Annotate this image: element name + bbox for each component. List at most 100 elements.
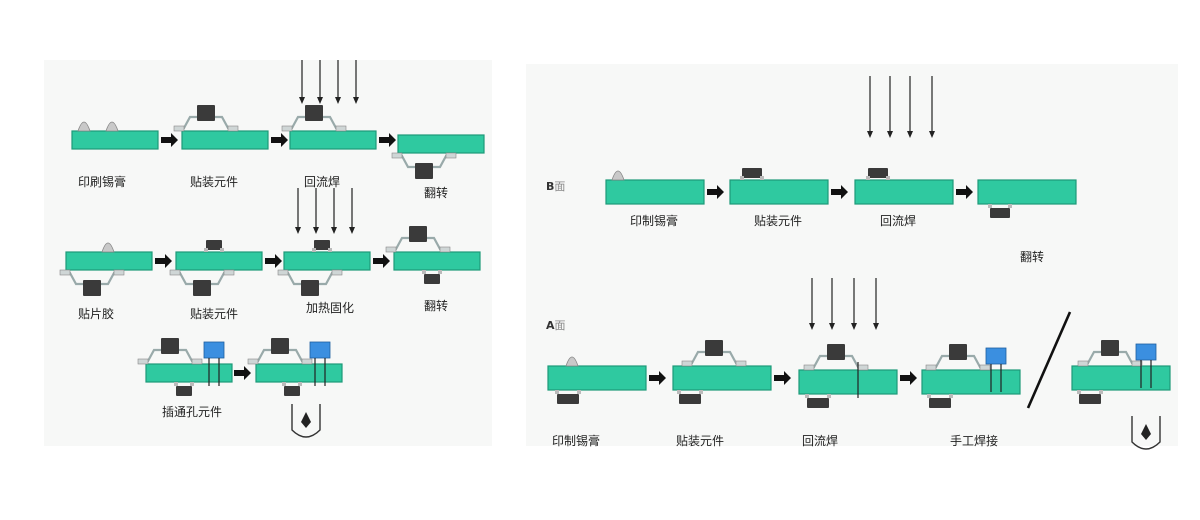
label-place-components: 贴装元件 (190, 175, 239, 189)
solder-pad (445, 152, 457, 159)
arrow-icon (161, 133, 178, 147)
arrow-icon (956, 185, 973, 199)
heat-arrowhead (873, 323, 879, 330)
label-a-place-components: 贴装元件 (676, 434, 725, 448)
solder-pad (223, 269, 235, 276)
pcb-board (397, 134, 485, 154)
label-adhesive: 贴片胶 (78, 307, 115, 321)
smd-foot (1008, 204, 1012, 208)
solder-paste (565, 356, 579, 367)
heat-arrowhead (335, 97, 341, 104)
heat-arrowhead (809, 323, 815, 330)
chip (415, 163, 433, 179)
pcb-board (283, 251, 371, 271)
label-insert-through-hole: 插通孔元件 (162, 405, 223, 419)
smd-chip (679, 394, 701, 404)
pcb-board (393, 251, 481, 271)
pcb-board (854, 179, 954, 205)
solder-pad (191, 358, 203, 365)
solder-pad (331, 269, 343, 276)
arrow-icon (373, 254, 390, 268)
smd-foot (422, 270, 426, 274)
heat-arrowhead (867, 131, 873, 138)
solder-paste (105, 121, 119, 132)
smd-chip (929, 398, 951, 408)
through-hole-capacitor (1135, 343, 1157, 361)
smd-chip (868, 168, 888, 178)
smd-foot (866, 176, 870, 180)
pcb-board (71, 130, 159, 150)
heat-arrowhead (313, 227, 319, 234)
flame-icon (1141, 424, 1151, 440)
flame-icon (301, 412, 311, 428)
solder-pad (301, 358, 313, 365)
pcb-board (255, 363, 343, 383)
heat-arrowhead (295, 227, 301, 234)
label-flip: 翻转 (424, 186, 449, 200)
heat-arrowhead (929, 131, 935, 138)
smd-foot (805, 394, 809, 398)
through-hole-capacitor (985, 347, 1007, 365)
pcb-board (145, 363, 233, 383)
solder-pad (385, 246, 397, 253)
solder-pad (979, 364, 991, 371)
smd-foot (699, 390, 703, 394)
chip (949, 344, 967, 360)
arrow-icon (271, 133, 288, 147)
heat-arrowhead (907, 131, 913, 138)
pcb-board (605, 179, 705, 205)
solder-pad (735, 360, 747, 367)
solder-wave-icon (291, 404, 321, 438)
smd-chip (284, 386, 300, 396)
label-reflow: 回流焊 (304, 175, 341, 189)
smd-chip (1079, 394, 1101, 404)
solder-pad (173, 125, 185, 132)
pcb-board (672, 365, 772, 391)
smd-foot (190, 382, 194, 386)
heat-arrowhead (331, 227, 337, 234)
solder-pad (137, 358, 149, 365)
smd-chip (557, 394, 579, 404)
smd-foot (328, 248, 332, 252)
chip (197, 105, 215, 121)
solder-pad (1131, 360, 1143, 367)
chip (83, 280, 101, 296)
label-print-paste: 印刷锡膏 (78, 175, 127, 189)
chip (271, 338, 289, 354)
smd-foot (827, 394, 831, 398)
label-flip-2: 翻转 (424, 299, 449, 313)
label-b-reflow: 回流焊 (880, 214, 917, 228)
smd-foot (760, 176, 764, 180)
through-hole-capacitor (203, 341, 225, 359)
smd-foot (740, 176, 744, 180)
heat-arrowhead (829, 323, 835, 330)
pcb-board (729, 179, 829, 205)
smd-chip (807, 398, 829, 408)
arrow-icon (234, 366, 251, 380)
heat-arrowhead (349, 227, 355, 234)
heat-arrowhead (887, 131, 893, 138)
a-side-mark: A面 (546, 319, 566, 332)
label-a-reflow: 回流焊 (802, 434, 839, 448)
smd-foot (677, 390, 681, 394)
smd-foot (312, 248, 316, 252)
solder-pad (335, 125, 347, 132)
smd-foot (1077, 390, 1081, 394)
label-a-hand-solder: 手工焊接 (950, 434, 999, 448)
chip (305, 105, 323, 121)
solder-pad (391, 152, 403, 159)
label-place-components-2: 贴装元件 (190, 307, 239, 321)
pcb-board (65, 251, 153, 271)
chip (827, 344, 845, 360)
through-hole-capacitor (309, 341, 331, 359)
smd-chip (176, 386, 192, 396)
smd-foot (1099, 390, 1103, 394)
heat-arrowhead (299, 97, 305, 104)
smd-foot (949, 394, 953, 398)
solder-pad (277, 269, 289, 276)
chip (1101, 340, 1119, 356)
label-a-print-paste: 印制锡膏 (552, 434, 601, 448)
solder-paste (77, 121, 91, 132)
arrow-icon (265, 254, 282, 268)
